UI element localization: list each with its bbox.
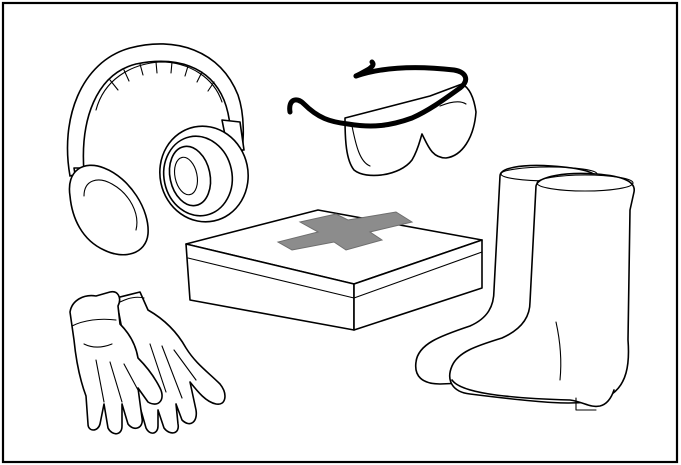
work-gloves-icon <box>69 290 226 435</box>
rubber-boots-icon <box>414 164 635 411</box>
earmuffs-icon <box>66 43 249 256</box>
cross-icon <box>276 211 414 251</box>
safety-glasses-icon <box>287 59 477 177</box>
first-aid-kit-icon <box>185 209 483 331</box>
